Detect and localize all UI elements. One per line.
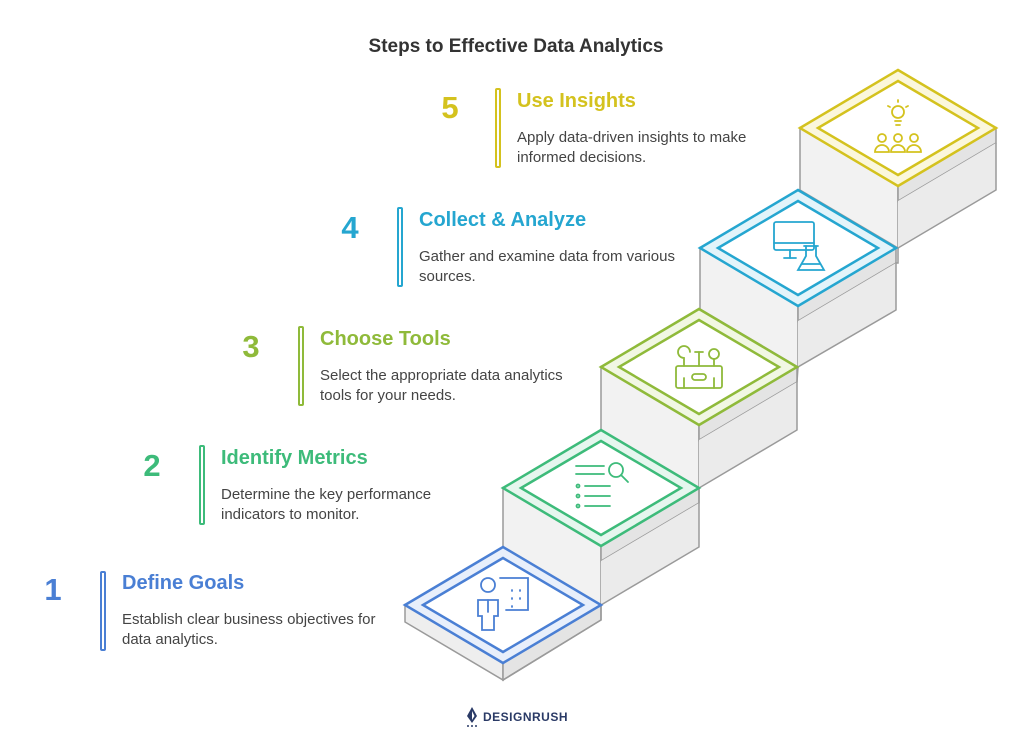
step-number: 1 (44, 572, 62, 607)
step-description: Determine the key performance indicators… (221, 486, 432, 523)
footer-brand: DESIGNRUSH (465, 706, 568, 728)
step-top-5 (797, 68, 999, 188)
step-description: Apply data-driven insights to make infor… (517, 129, 747, 166)
step-top-4 (697, 188, 899, 308)
step-description: Gather and examine data from various sou… (419, 248, 675, 285)
step-divider (298, 326, 304, 406)
step-description: Select the appropriate data analytics to… (320, 367, 563, 404)
step-divider (397, 207, 403, 287)
step-top-3 (598, 307, 800, 427)
step-top-1 (402, 545, 604, 665)
step-title: Define Goals (122, 572, 245, 594)
step-divider (100, 571, 106, 651)
step-title: Choose Tools (320, 328, 451, 350)
step-description: Establish clear business objectives for … (122, 611, 376, 648)
step-divider (495, 88, 501, 168)
lightbulb-team-icon (874, 99, 922, 153)
checklist-magnifier-icon (575, 462, 629, 509)
step-number: 2 (143, 448, 161, 483)
step-title: Use Insights (517, 90, 636, 112)
step-title: Collect & Analyze (419, 209, 587, 231)
monitor-flask-icon (773, 221, 826, 271)
step-top-2 (500, 428, 702, 548)
step-divider (199, 445, 205, 525)
step-number: 3 (242, 329, 260, 364)
staircase-body (404, 126, 997, 682)
step-title: Identify Metrics (221, 447, 368, 469)
step-number: 4 (341, 210, 359, 245)
designrush-logo-icon (467, 707, 477, 727)
brand-name: DESIGNRUSH (483, 710, 569, 724)
person-presenting-board-icon (477, 577, 529, 631)
diagram-title: Steps to Effective Data Analytics (368, 36, 664, 57)
step-number: 5 (441, 90, 459, 125)
toolbox-icon (675, 345, 723, 389)
